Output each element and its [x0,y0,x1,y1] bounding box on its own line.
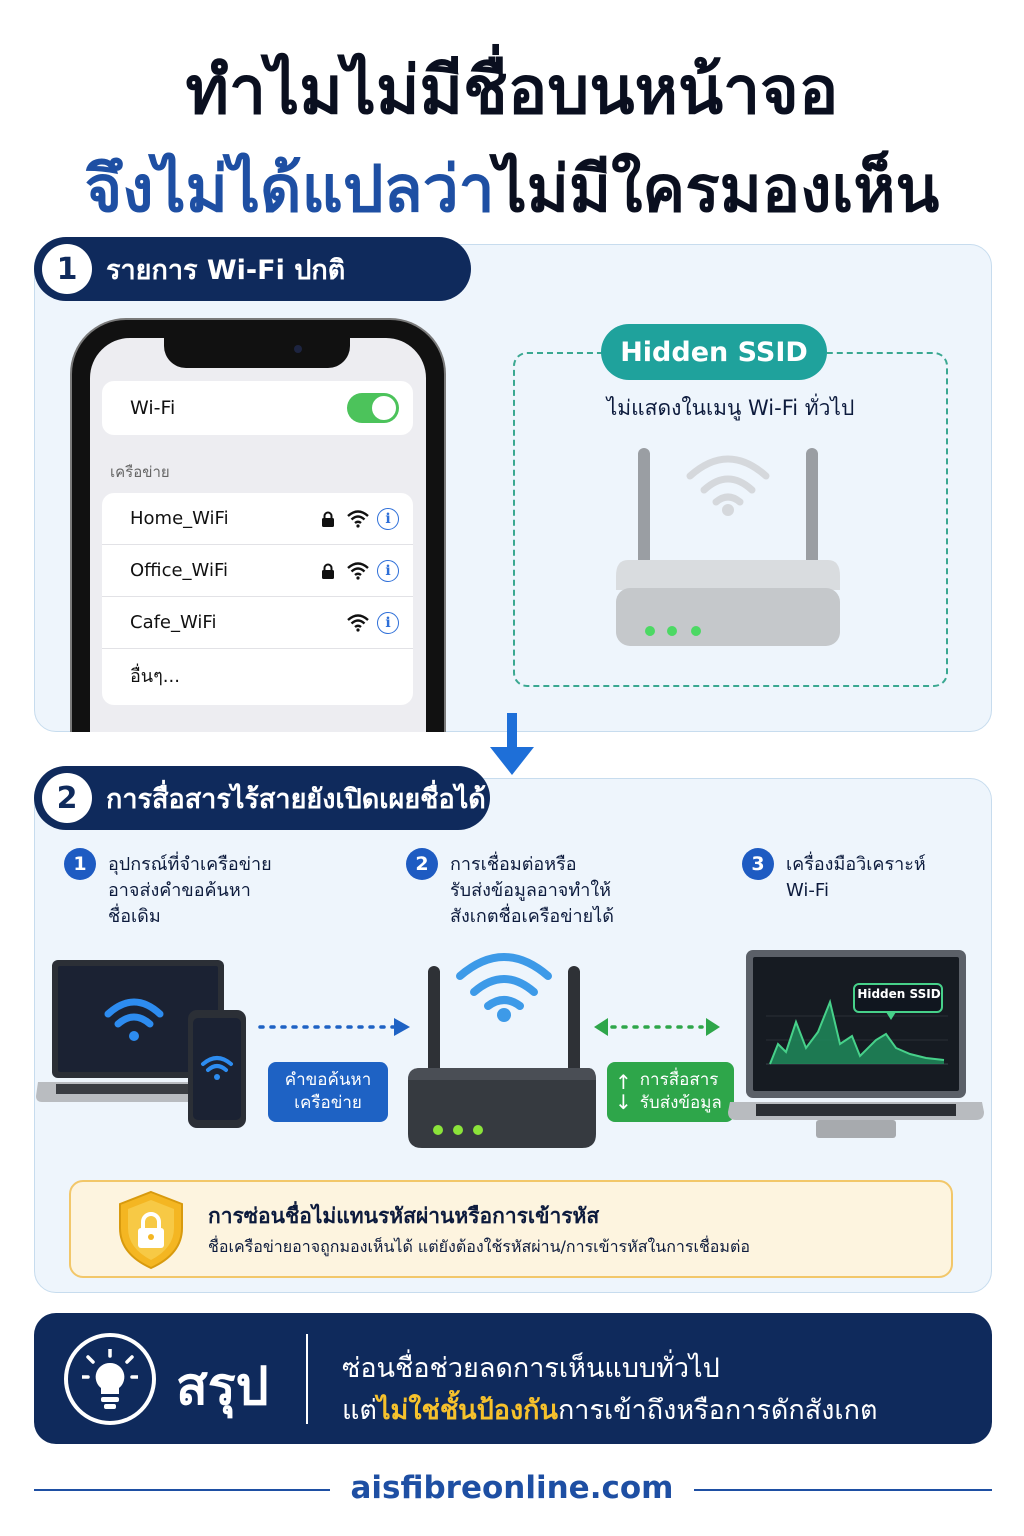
shield-lock-icon [119,1190,183,1270]
wifi-signal-icon [347,612,369,634]
headline-line-2: จึงไม่ได้แปลว่าไม่มีใครมองเห็น [0,138,1024,240]
up-down-arrow-icon: ↑↓ [615,1070,632,1114]
info-icon[interactable]: i [377,559,399,582]
summary-line-2-pre: แต่ [342,1395,377,1426]
network-name: Home_WiFi [130,508,229,529]
note-subtitle: ชื่อเครือข่ายอาจถูกมองเห็นได้ แต่ยังต้อง… [208,1237,750,1256]
network-item-cafe[interactable]: Cafe_WiFi i [102,597,413,649]
headline-dark-part: ไม่มีใครมองเห็น [494,153,940,227]
network-item-home[interactable]: Home_WiFi i [102,493,413,545]
step-2-line: สังเกตชื่อเครือข่ายได้ [450,906,614,927]
data-exchange-arrow-icon [594,1018,720,1036]
wifi-toggle[interactable] [347,393,399,423]
info-icon[interactable]: i [377,507,399,530]
summary-line-1: ซ่อนชื่อช่วยลดการเห็นแบบทั่วไป [342,1353,720,1384]
hidden-ssid-caption: ไม่แสดงในเมนู Wi-Fi ทั่วไป [606,396,855,420]
section-2-number: 2 [42,773,92,823]
wifi-label: Wi-Fi [130,397,176,419]
summary-title: สรุป [176,1357,269,1417]
lock-icon [317,508,339,530]
step-1-line: อาจส่งคำขอค้นหา [108,880,251,901]
wifi-toggle-row[interactable]: Wi-Fi [102,381,413,435]
phone-notch [164,338,350,368]
warning-note [69,1180,953,1278]
headline-line-1: ทำไมไม่มีชื่อบนหน้าจอ [185,52,839,129]
section-1-header: 1 รายการ Wi-Fi ปกติ [34,237,471,301]
step-2: 2 การเชื่อมต่อหรือ รับส่งข้อมูลอาจทำให้ … [406,848,650,930]
step-1-number: 1 [64,848,96,880]
network-item-office[interactable]: Office_WiFi i [102,545,413,597]
note-title: การซ่อนชื่อไม่แทนรหัสผ่านหรือการเข้ารหัส [208,1204,600,1228]
step-2-number: 2 [406,848,438,880]
network-name: Cafe_WiFi [130,612,217,633]
step-3-number: 3 [742,848,774,880]
step-3-line: เครื่องมือวิเคราะห์ [786,854,926,875]
step-3-line: Wi-Fi [786,880,829,901]
step-1: 1 อุปกรณ์ที่จำเครือข่าย อาจส่งคำขอค้นหา … [64,848,308,930]
comm-tag-line: การสื่อสาร [639,1070,719,1090]
lock-icon [317,560,339,582]
network-item-other[interactable]: อื่นๆ... [102,649,413,701]
summary-highlight: ไม่ใช่ชั้นป้องกัน [376,1395,558,1426]
router-dark-icon [408,953,596,1148]
phone-camera-icon [294,345,302,353]
summary-icon-ring [64,1333,156,1425]
step-2-line: รับส่งข้อมูลอาจทำให้ [450,880,611,901]
hidden-ssid-badge: Hidden SSID [601,324,827,380]
network-name: Office_WiFi [130,560,228,581]
down-arrow-icon [490,713,534,775]
probe-arrow-icon [258,1018,410,1036]
network-list: Home_WiFi i Office_WiFi i Cafe_WiFi i อื… [102,493,413,705]
wifi-signal-icon [347,508,369,530]
step-3: 3 เครื่องมือวิเคราะห์ Wi-Fi [742,848,986,904]
probe-request-tag: คำขอค้นหา เครือข่าย [268,1062,388,1122]
footer-line-left [34,1489,330,1491]
probe-tag-line: เครือข่าย [294,1093,362,1113]
summary-line-2-post: การเข้าถึงหรือการดักสังเกต [557,1395,878,1426]
step-1-line: ชื่อเดิม [108,906,161,927]
wifi-signal-icon [347,560,369,582]
laptop-phone-icon [36,960,246,1128]
analyzer-laptop-icon [728,950,984,1138]
footer-line-right [694,1489,992,1491]
footer-website[interactable]: aisfibreonline.com [350,1470,674,1506]
step-2-line: การเชื่อมต่อหรือ [450,854,577,875]
headline-blue-part: จึงไม่ได้แปลว่า [84,153,495,227]
summary-divider [306,1334,308,1424]
analyzer-hidden-ssid-label: Hidden SSID [857,987,941,1001]
summary-banner [34,1313,992,1444]
summary-line-2: แต่ไม่ใช่ชั้นป้องกันการเข้าถึงหรือการดัก… [342,1388,878,1431]
lightbulb-icon [82,1349,138,1409]
network-other: อื่นๆ... [130,665,180,687]
data-exchange-tag: ↑↓ การสื่อสาร รับส่งข้อมูล [607,1062,734,1122]
info-icon[interactable]: i [377,611,399,634]
section-2-label: การสื่อสารไร้สายยังเปิดเผยชื่อได้ [106,783,486,815]
section-1-number: 1 [42,244,92,294]
comm-tag-line: รับส่งข้อมูล [639,1093,722,1113]
networks-title: เครือข่าย [110,463,170,481]
step-1-line: อุปกรณ์ที่จำเครือข่าย [108,854,272,875]
section-1-label: รายการ Wi-Fi ปกติ [106,254,346,286]
probe-tag-line: คำขอค้นหา [284,1070,372,1090]
router-light-icon [616,448,840,646]
section-2-header: 2 การสื่อสารไร้สายยังเปิดเผยชื่อได้ [34,766,490,830]
